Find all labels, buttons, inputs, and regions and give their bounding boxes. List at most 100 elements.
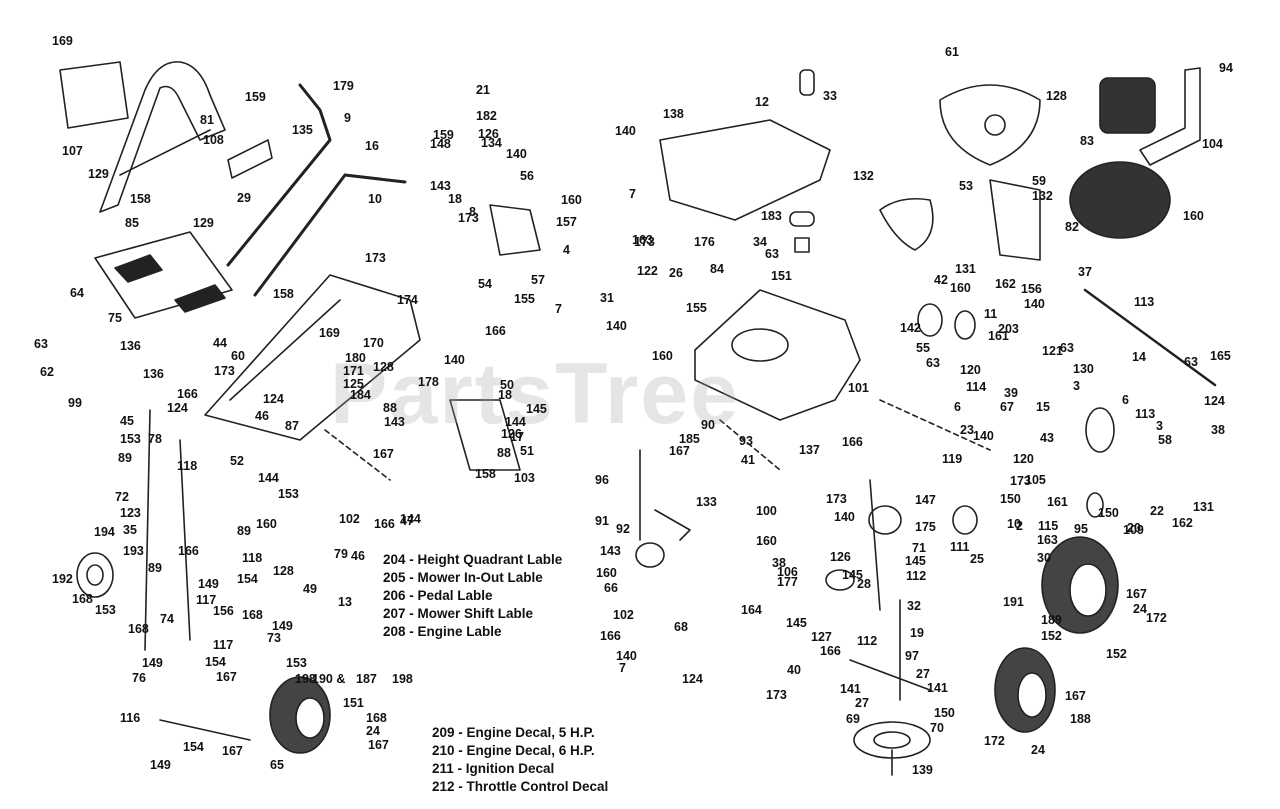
part-callout: 60 xyxy=(231,349,245,363)
part-callout: 177 xyxy=(777,575,798,589)
housing-82 xyxy=(1069,161,1171,239)
part-callout: 69 xyxy=(846,712,860,726)
part-callout: 102 xyxy=(613,608,634,622)
part-callout: 189 xyxy=(1041,613,1062,627)
part-callout: 160 xyxy=(1183,209,1204,223)
part-callout: 140 xyxy=(1024,297,1045,311)
part-callout: 89 xyxy=(118,451,132,465)
part-callout: 178 xyxy=(418,375,439,389)
part-callout: 174 xyxy=(397,293,418,307)
part-callout: 45 xyxy=(120,414,134,428)
handle-10 xyxy=(253,173,407,297)
part-callout: 167 xyxy=(1065,689,1086,703)
part-callout: 22 xyxy=(1150,504,1164,518)
part-callout: 159 xyxy=(245,90,266,104)
part-callout: 138 xyxy=(663,107,684,121)
part-callout: 162 xyxy=(995,277,1016,291)
part-callout: 153 xyxy=(95,603,116,617)
part-callout: 34 xyxy=(753,235,767,249)
part-callout: 61 xyxy=(945,45,959,59)
part-callout: 3 xyxy=(1073,379,1080,393)
part-callout: 158 xyxy=(130,192,151,206)
part-callout: 27 xyxy=(855,696,869,710)
part-callout: 38 xyxy=(772,556,786,570)
part-callout: 85 xyxy=(125,216,139,230)
legend-item: 212 - Throttle Control Decal xyxy=(432,779,609,794)
part-callout: 154 xyxy=(205,655,226,669)
part-callout: 140 xyxy=(973,429,994,443)
part-callout: 158 xyxy=(475,467,496,481)
part-callout: 167 xyxy=(216,670,237,684)
part-callout: 16 xyxy=(365,139,379,153)
part-callout: 132 xyxy=(1032,189,1053,203)
part-callout: 139 xyxy=(912,763,933,777)
part-callout: 124 xyxy=(167,401,188,415)
part-callout: 136 xyxy=(143,367,164,381)
part-callout: 7 xyxy=(629,187,636,201)
part-callout: 127 xyxy=(811,630,832,644)
part-callout: 167 xyxy=(1126,587,1147,601)
part-callout: 149 xyxy=(150,758,171,772)
part-callout: 55 xyxy=(916,341,930,355)
part-callout: 198 xyxy=(392,672,413,686)
part-callout: 23 xyxy=(960,423,974,437)
part-callout: 160 xyxy=(256,517,277,531)
part-callout: 142 xyxy=(900,321,921,335)
part-callout: 46 xyxy=(351,549,365,563)
part-callout: 71 xyxy=(912,541,926,555)
part-callout: 107 xyxy=(62,144,83,158)
part-callout: 95 xyxy=(1074,522,1088,536)
part-callout: 161 xyxy=(988,329,1009,343)
part-callout: 9 xyxy=(344,111,351,125)
part-callout: 144 xyxy=(258,471,279,485)
part-callout: 97 xyxy=(905,649,919,663)
part-callout: 169 xyxy=(52,34,73,48)
part-callout: 8 xyxy=(469,205,476,219)
part-callout: 35 xyxy=(123,523,137,537)
part-callout: 33 xyxy=(823,89,837,103)
part-callout: 173 xyxy=(1010,474,1031,488)
part-callout: 149 xyxy=(198,577,219,591)
part-callout: 6 xyxy=(954,400,961,414)
part-callout: 190 & xyxy=(312,672,346,686)
part-callout: 112 xyxy=(906,569,927,583)
part-callout: 147 xyxy=(915,493,936,507)
part-callout: 161 xyxy=(1047,495,1068,509)
part-callout: 160 xyxy=(596,566,617,580)
part-callout: 160 xyxy=(756,534,777,548)
part-callout: 167 xyxy=(669,444,690,458)
part-callout: 145 xyxy=(526,402,547,416)
part-callout: 116 xyxy=(120,711,141,725)
part-callout: 12 xyxy=(755,95,769,109)
part-callout: 108 xyxy=(203,133,224,147)
part-callout: 105 xyxy=(1025,473,1046,487)
part-callout: 140 xyxy=(616,649,637,663)
shroud-103 xyxy=(659,119,831,221)
part-callout: 145 xyxy=(786,616,807,630)
part-callout: 75 xyxy=(108,311,122,325)
part-callout: 74 xyxy=(160,612,174,626)
part-callout: 185 xyxy=(679,432,700,446)
part-callout: 41 xyxy=(741,453,755,467)
part-callout: 203 xyxy=(998,322,1019,336)
part-callout: 118 xyxy=(242,551,263,565)
part-callout: 176 xyxy=(694,235,715,249)
part-callout: 4 xyxy=(563,243,570,257)
part-callout: 130 xyxy=(1073,362,1094,376)
legend-item: 208 - Engine Lable xyxy=(383,624,502,639)
part-callout: 166 xyxy=(177,387,198,401)
part-callout: 101 xyxy=(848,381,869,395)
part-callout: 39 xyxy=(1004,386,1018,400)
part-callout: 83 xyxy=(1080,134,1094,148)
part-callout: 62 xyxy=(40,365,54,379)
foot-plate xyxy=(94,231,233,319)
part-callout: 172 xyxy=(984,734,1005,748)
part-callout: 191 xyxy=(1003,595,1024,609)
part-callout: 79 xyxy=(334,547,348,561)
part-callout: 179 xyxy=(333,79,354,93)
part-callout: 134 xyxy=(481,136,502,150)
part-callout: 72 xyxy=(115,490,129,504)
part-callout: 143 xyxy=(430,179,451,193)
part-callout: 78 xyxy=(148,432,162,446)
